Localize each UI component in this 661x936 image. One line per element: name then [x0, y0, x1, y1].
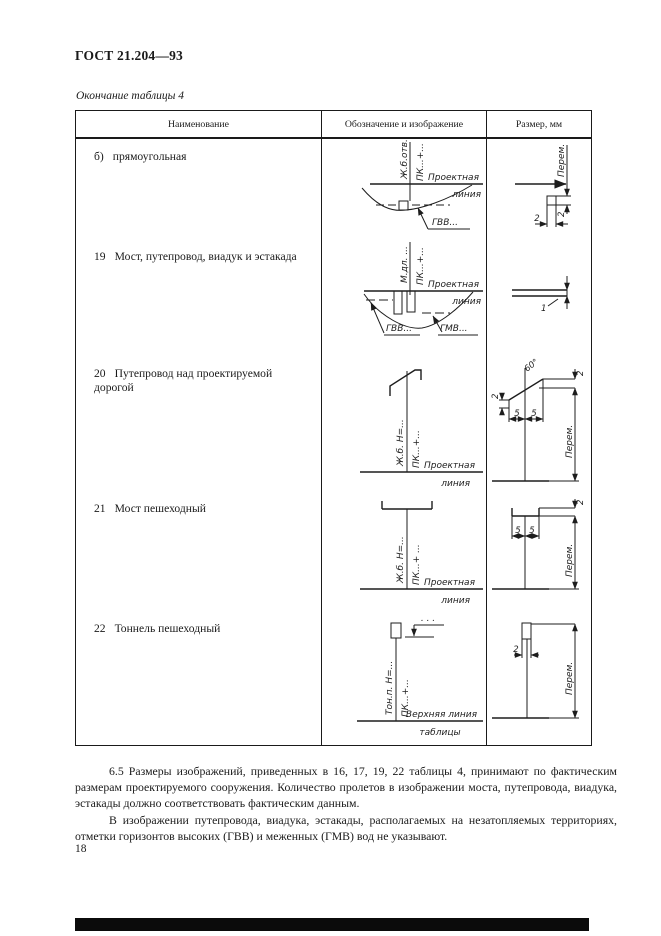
svg-text:5: 5	[515, 526, 520, 536]
svg-text:5: 5	[531, 409, 536, 419]
row-18b-size: Перем. 2 2	[487, 139, 591, 239]
svg-text:Перем.: Перем.	[557, 144, 567, 177]
svg-text:ГВВ...: ГВВ...	[386, 324, 412, 334]
svg-text:5: 5	[529, 526, 534, 536]
svg-text:ГВВ...: ГВВ...	[432, 218, 458, 228]
row-21-drawing: Проектная линия Ж.б. Н=... ПК...+ ...	[322, 491, 487, 611]
svg-text:линия: линия	[440, 596, 470, 606]
row-21-size: 2 Перем. 5 5	[487, 491, 591, 611]
bridge-dimensions: 1	[512, 276, 570, 314]
row-18b-name: б)прямоугольная	[76, 139, 322, 239]
svg-text:Проектная: Проектная	[424, 578, 476, 588]
note-paragraph-2: В изображении путепровода, виадука, эста…	[75, 812, 617, 843]
svg-text:5: 5	[514, 409, 519, 419]
svg-text:ПК...+...: ПК...+...	[412, 430, 422, 468]
bridge-viaduct-symbol: М.дл. ... ПК...+... Проектная линия ГВВ.…	[363, 242, 483, 336]
row-19-size: 1	[487, 239, 591, 356]
svg-text:2: 2	[557, 212, 567, 217]
pedestrian-tunnel-dimensions: 2 Перем.	[492, 622, 579, 719]
symbols-table: Наименование Обозначение и изображение Р…	[75, 110, 592, 746]
pedestrian-tunnel-symbol: . . . Тон.п. Н=... ПК...+... Верхняя лин…	[357, 614, 483, 738]
svg-text:Верхняя линия: Верхняя линия	[406, 710, 478, 720]
svg-text:Тон.п. Н=...: Тон.п. Н=...	[385, 661, 395, 715]
svg-text:ПК...+ ...: ПК...+ ...	[412, 544, 422, 585]
svg-text:2: 2	[576, 371, 586, 376]
svg-text:Ж.б. Н=...: Ж.б. Н=...	[396, 419, 406, 467]
svg-text:ПК...+...: ПК...+...	[416, 143, 426, 181]
svg-text:ПК...+...: ПК...+...	[401, 679, 411, 717]
svg-text:Перем.: Перем.	[565, 662, 575, 695]
svg-text:Перем.: Перем.	[565, 544, 575, 577]
note-paragraph-6-5: 6.5 Размеры изображений, приведенных в 1…	[75, 764, 617, 811]
svg-text:2: 2	[534, 214, 539, 224]
footer-bar	[75, 918, 589, 931]
svg-text:Ж.б. Н=...: Ж.б. Н=...	[396, 536, 406, 584]
svg-text:Перем.: Перем.	[565, 425, 575, 458]
header-designation: Обозначение и изображение	[322, 111, 487, 137]
pedestrian-bridge-dimensions: 2 Перем. 5 5	[492, 499, 586, 590]
svg-text:Проектная: Проектная	[428, 280, 480, 290]
pipe-rectangular-dimensions: Перем. 2 2	[515, 144, 571, 227]
page-number: 18	[75, 843, 87, 855]
row-18b-drawing: Ж.б.отв... ПК...+... Проектная линия ГВВ…	[322, 139, 487, 239]
svg-text:1: 1	[541, 304, 546, 314]
header-name: Наименование	[76, 111, 322, 137]
notes-section: 6.5 Размеры изображений, приведенных в 1…	[75, 763, 617, 844]
standard-number: ГОСТ 21.204—93	[75, 48, 183, 63]
overpass-symbol: Проектная линия Ж.б. Н=... ПК...+...	[360, 369, 483, 489]
overpass-dimensions: 60° 2 Перем. 5 5	[491, 357, 586, 482]
svg-text:Проектная: Проектная	[424, 461, 476, 471]
svg-text:Ж.б.отв...: Ж.б.отв...	[400, 139, 410, 180]
svg-text:таблицы: таблицы	[419, 728, 460, 738]
table-header-row: Наименование Обозначение и изображение Р…	[76, 111, 591, 139]
svg-text:2: 2	[491, 394, 501, 399]
row-20-size: 60° 2 Перем. 5 5	[487, 356, 591, 491]
svg-text:линия: линия	[451, 190, 481, 200]
svg-text:ПК...+...: ПК...+...	[416, 247, 426, 285]
table-row-18b: б)прямоугольная Ж.б.отв... ПК...+... Про…	[76, 139, 591, 239]
header-size: Размер, мм	[515, 118, 563, 130]
svg-text:Проектная: Проектная	[428, 173, 480, 183]
table-caption: Окончание таблицы 4	[76, 90, 184, 102]
svg-text:ГМВ...: ГМВ...	[440, 324, 468, 334]
row-19-drawing: М.дл. ... ПК...+... Проектная линия ГВВ.…	[322, 239, 487, 356]
row-20-drawing: Проектная линия Ж.б. Н=... ПК...+...	[322, 356, 487, 491]
svg-text:2: 2	[513, 645, 518, 655]
svg-text:линия: линия	[440, 479, 470, 489]
svg-text:2: 2	[576, 500, 586, 505]
svg-text:. . .: . . .	[421, 614, 435, 624]
pipe-rectangular-symbol: Ж.б.отв... ПК...+... Проектная линия ГВВ…	[361, 139, 483, 230]
row-22-drawing: . . . Тон.п. Н=... ПК...+... Верхняя лин…	[322, 611, 487, 745]
row-22-size: 2 Перем.	[487, 611, 591, 745]
svg-text:М.дл. ...: М.дл. ...	[400, 246, 410, 283]
svg-text:линия: линия	[451, 297, 481, 307]
pedestrian-bridge-symbol: Проектная линия Ж.б. Н=... ПК...+ ...	[360, 501, 483, 606]
